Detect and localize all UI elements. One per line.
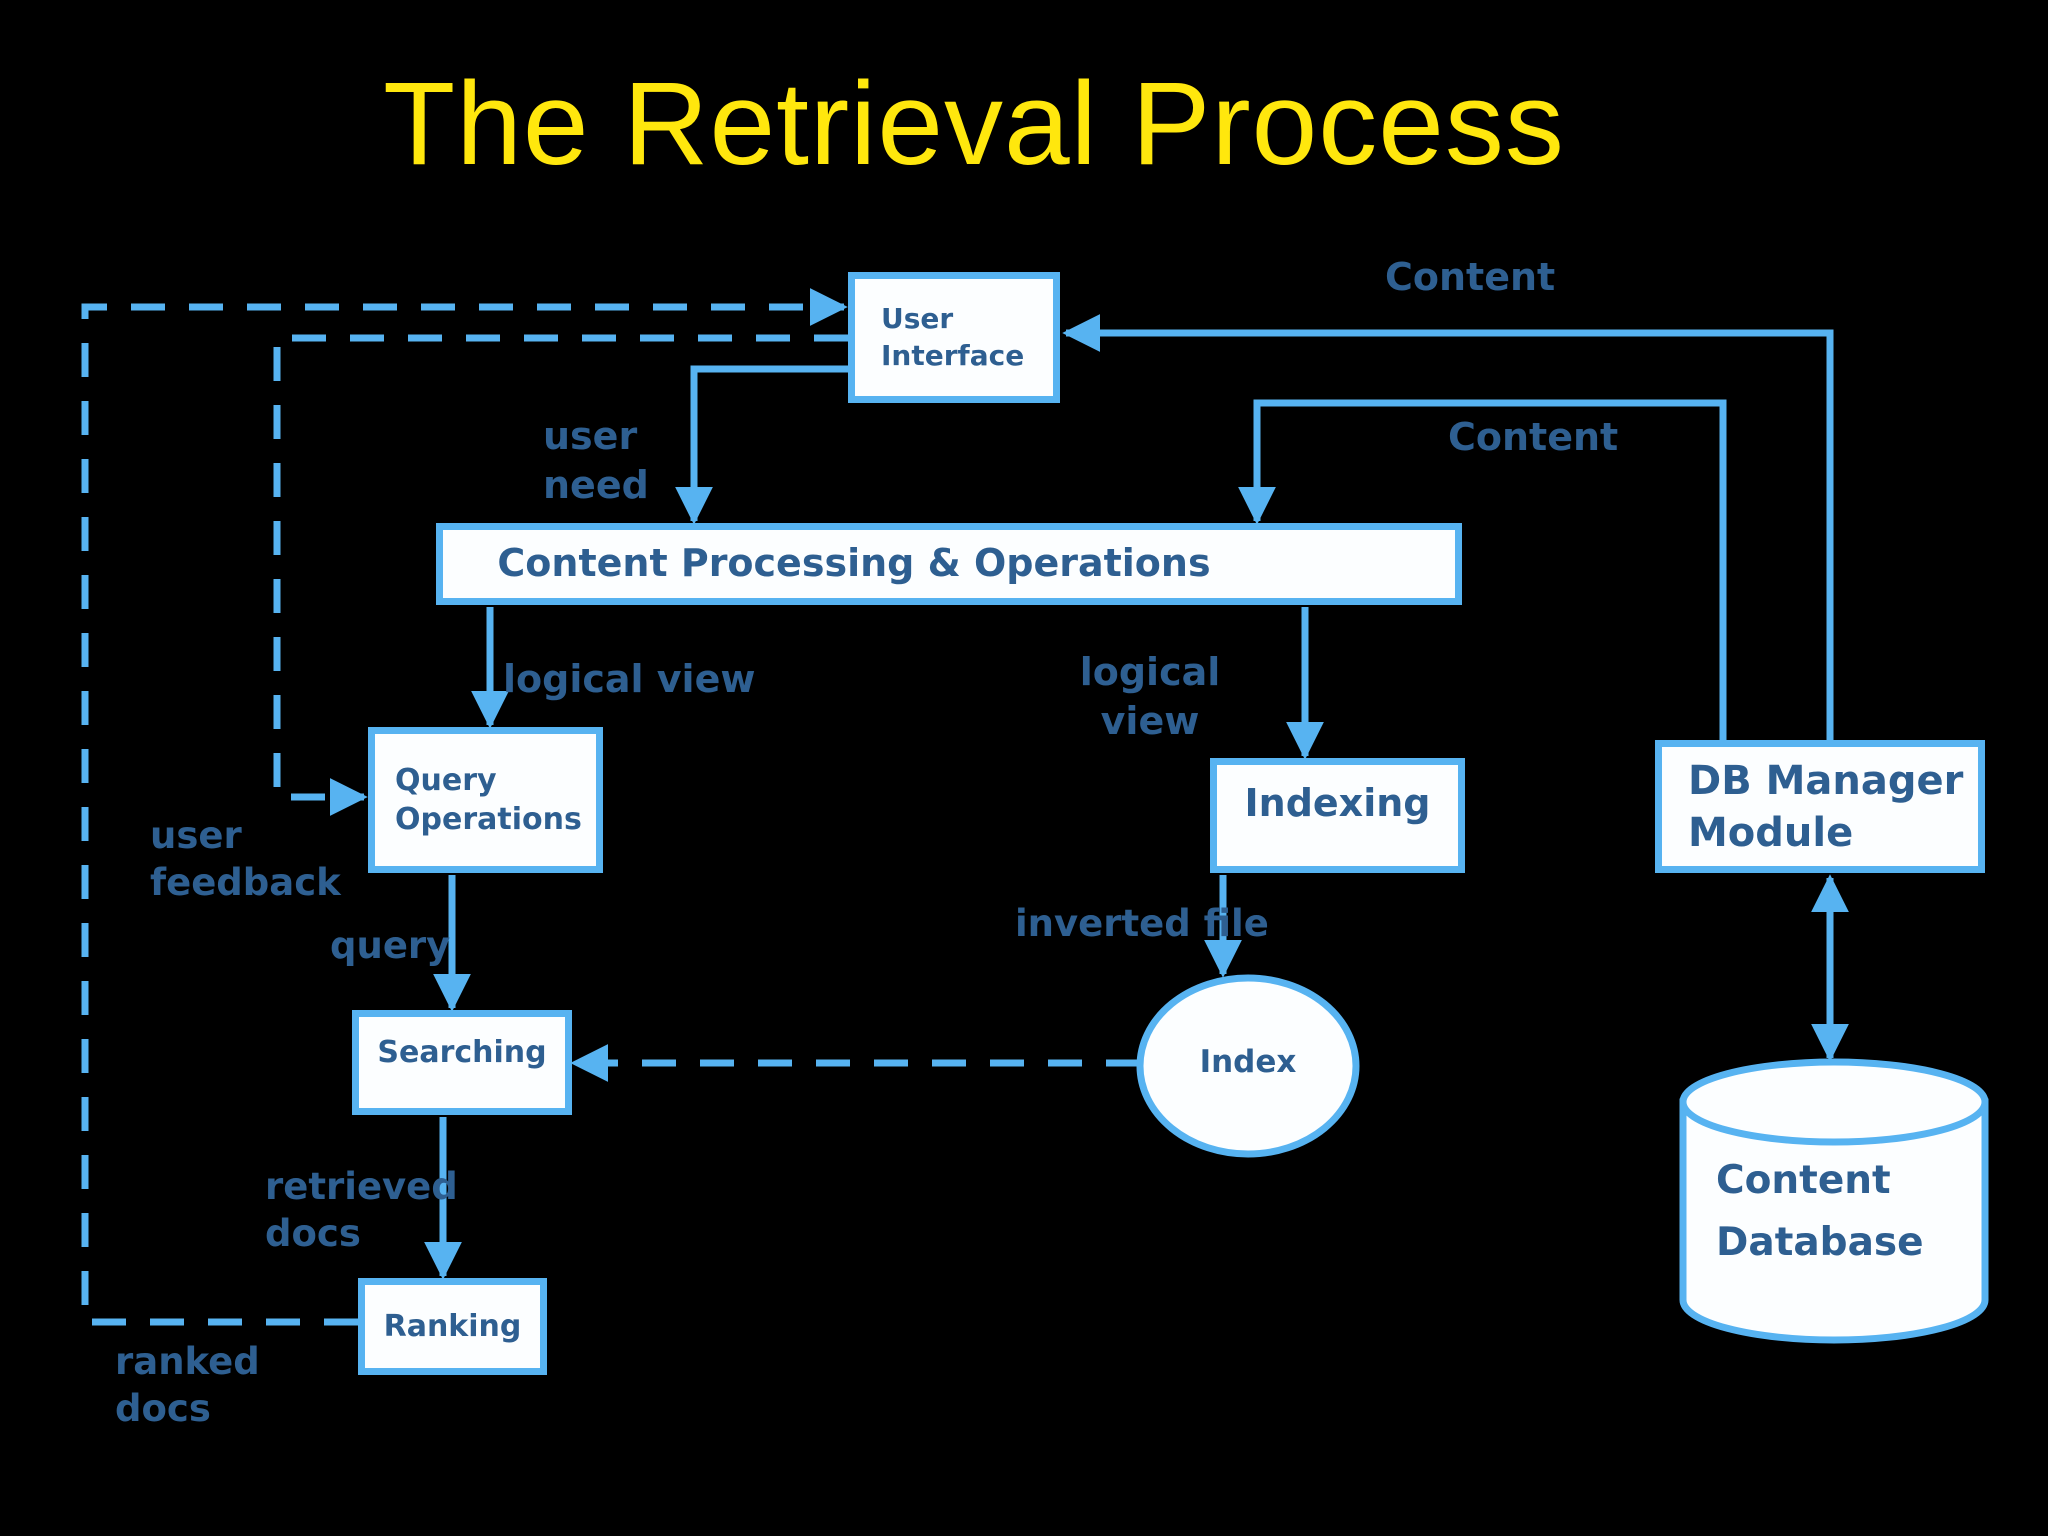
slide-title: The Retrieval Process bbox=[383, 58, 1565, 190]
label-user-feedback-line1: user bbox=[150, 814, 242, 857]
node-content-database-line1: Content bbox=[1716, 1158, 1891, 1203]
node-db-manager: DB Manager Module bbox=[1655, 740, 1985, 873]
content-database-cylinder-top bbox=[1679, 1058, 1989, 1146]
label-query: query bbox=[330, 924, 451, 967]
label-retrieved-docs-line2: docs bbox=[265, 1212, 361, 1256]
index-ellipse bbox=[1136, 974, 1360, 1158]
label-ranked-docs: ranked docs bbox=[115, 1338, 260, 1433]
label-ranked-docs-line2: docs bbox=[115, 1387, 211, 1431]
edge-user-feedback-to-query-operations bbox=[273, 334, 848, 816]
label-user-need-line2: need bbox=[543, 462, 649, 507]
node-user-interface: User Interface bbox=[848, 272, 1060, 403]
content-database-cylinder-body bbox=[1679, 1098, 1989, 1344]
label-logical-view-right-line2: view bbox=[1100, 698, 1200, 743]
label-user-need: user need bbox=[543, 412, 649, 509]
edge-db-manager-content-to-user-interface bbox=[1062, 314, 1834, 740]
label-logical-view-right: logical view bbox=[1070, 648, 1230, 745]
edge-user-need-to-content-processing bbox=[675, 365, 848, 525]
node-user-interface-line1: User bbox=[881, 302, 954, 336]
node-index-label: Index bbox=[1199, 1044, 1297, 1080]
node-content-database-line2: Database bbox=[1716, 1220, 1924, 1266]
node-db-manager-line1: DB Manager bbox=[1688, 757, 1964, 804]
node-searching-label: Searching bbox=[377, 1035, 547, 1070]
node-ranking: Ranking bbox=[358, 1278, 547, 1375]
label-content-mid: Content bbox=[1448, 415, 1619, 459]
node-searching: Searching bbox=[352, 1010, 572, 1115]
edge-db-manager-content-to-content-processing bbox=[1238, 399, 1727, 740]
label-logical-view-right-line1: logical bbox=[1079, 650, 1221, 694]
node-query-operations: Query Operations bbox=[368, 727, 603, 873]
node-query-operations-line2: Operations bbox=[395, 802, 582, 837]
node-ranking-label: Ranking bbox=[383, 1309, 522, 1344]
label-logical-view-left: logical view bbox=[503, 657, 756, 701]
node-indexing: Indexing bbox=[1210, 758, 1465, 873]
label-user-feedback-line2: feedback bbox=[150, 861, 341, 905]
node-query-operations-line1: Query bbox=[395, 763, 497, 798]
label-retrieved-docs: retrieved docs bbox=[265, 1163, 458, 1258]
node-user-interface-line2: Interface bbox=[881, 338, 1025, 372]
label-ranked-docs-line1: ranked bbox=[115, 1340, 260, 1383]
node-content-processing: Content Processing & Operations bbox=[436, 523, 1462, 605]
label-user-feedback: user feedback bbox=[150, 812, 341, 907]
node-db-manager-line2: Module bbox=[1688, 809, 1854, 856]
node-indexing-label: Indexing bbox=[1244, 780, 1431, 825]
label-retrieved-docs-line1: retrieved bbox=[265, 1165, 458, 1208]
node-content-database-label: Content Database bbox=[1716, 1150, 1924, 1275]
label-content-top: Content bbox=[1385, 255, 1556, 299]
node-content-processing-label: Content Processing & Operations bbox=[497, 541, 1211, 586]
label-inverted-file: inverted file bbox=[1015, 902, 1269, 945]
edge-ranked-docs-to-user-interface bbox=[81, 288, 848, 1326]
label-user-need-line1: user bbox=[543, 414, 638, 458]
